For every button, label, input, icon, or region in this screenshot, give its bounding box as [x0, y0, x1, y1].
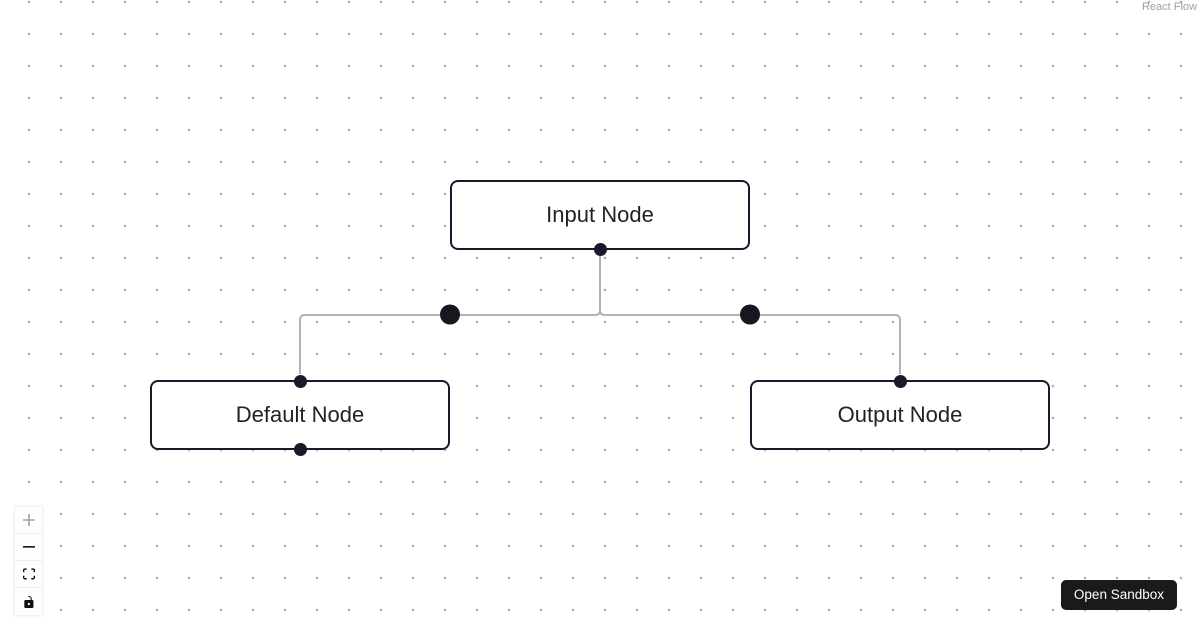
- edge-midpoint-dot: [440, 304, 460, 325]
- target-handle-top[interactable]: [893, 374, 907, 388]
- node-default[interactable]: Default Node: [150, 374, 450, 456]
- node-input[interactable]: Input Node: [450, 180, 750, 256]
- unlock-icon: [23, 595, 33, 608]
- node-output[interactable]: Output Node: [750, 374, 1050, 450]
- open-sandbox-button[interactable]: Open Sandbox: [1060, 580, 1177, 610]
- node-default-label: Default Node: [235, 402, 365, 427]
- target-handle-top[interactable]: [293, 374, 307, 388]
- zoom-out-button[interactable]: [15, 534, 42, 561]
- source-handle-bottom[interactable]: [293, 442, 307, 456]
- zoom-controls-panel: [15, 507, 42, 615]
- fit-view-button[interactable]: [15, 561, 42, 588]
- plus-icon: [22, 514, 35, 526]
- fit-view-icon: [22, 568, 35, 580]
- node-output-label: Output Node: [837, 402, 963, 427]
- minus-icon: [22, 546, 35, 548]
- react-flow-attribution[interactable]: React Flow: [1141, 1, 1197, 13]
- node-input-label: Input Node: [546, 202, 654, 227]
- zoom-in-button[interactable]: [15, 507, 42, 534]
- interactivity-toggle-button[interactable]: [15, 588, 42, 615]
- source-handle-bottom[interactable]: [593, 242, 607, 256]
- edge-midpoint-dot: [740, 304, 760, 325]
